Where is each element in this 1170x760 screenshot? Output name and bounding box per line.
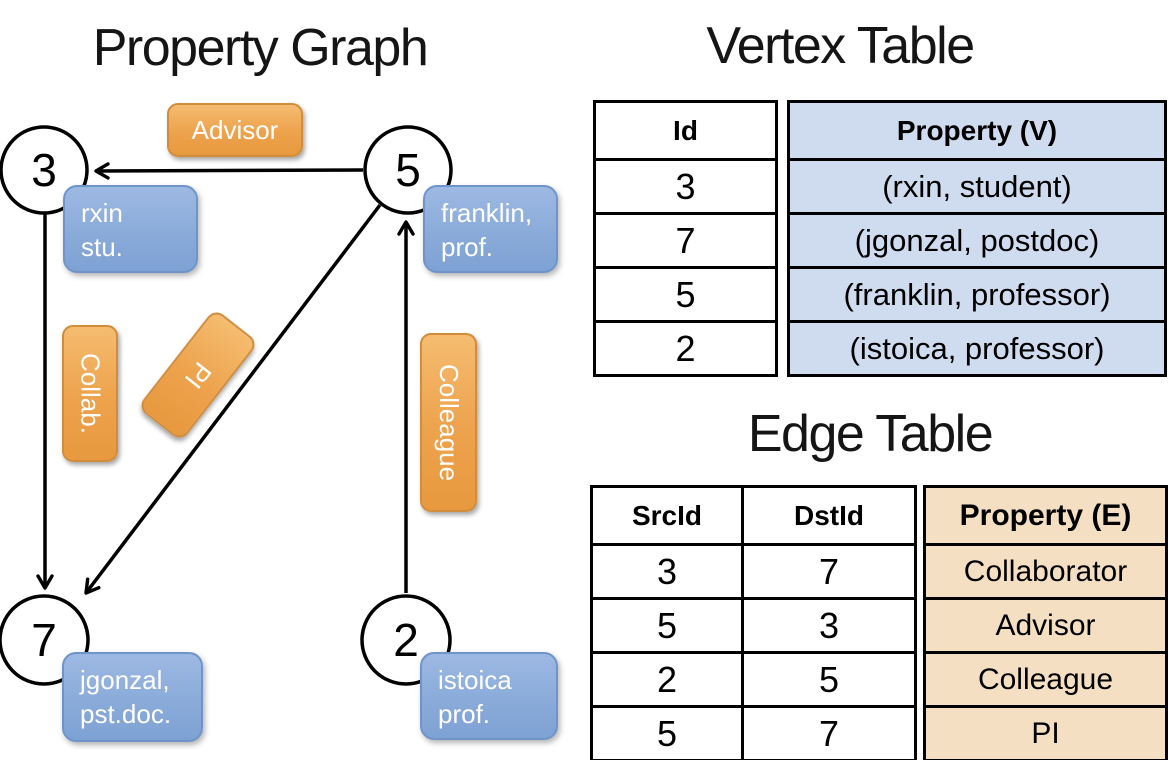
edge-table-property-cell: Advisor [926, 597, 1165, 651]
property-graph-title: Property Graph [92, 19, 429, 77]
edge-table-dstid-header: DstId [794, 499, 864, 531]
vertex-table-id-cell: 2 [596, 320, 775, 374]
edge-table-title: Edge Table [747, 405, 994, 463]
edge-label-colleague: Colleague [420, 333, 477, 512]
vertex-table-property-cell: (rxin, student) [790, 158, 1164, 212]
vertex-table-property-cell: (jgonzal, postdoc) [790, 212, 1164, 266]
edge-table-srcid-cell: 5 [593, 705, 741, 759]
vertex-table-id-cell: 5 [596, 266, 775, 320]
vertex-table-title: Vertex Table [706, 17, 975, 75]
edge-table-dstid-cell: 7 [744, 705, 914, 759]
edge-table-property-cell: PI [926, 705, 1165, 759]
edge-table-property-cell: Colleague [926, 651, 1165, 705]
edge-label-collab: Collab. [62, 325, 118, 462]
vertex-id-2: 2 [393, 614, 419, 666]
vertex-table-id-header: Id [673, 114, 698, 146]
edge-label-advisor: Advisor [167, 103, 303, 157]
edge-table-property-column: Property (E) Collaborator Advisor Collea… [923, 485, 1168, 760]
vertex-property-box-3: rxin stu. [63, 185, 198, 273]
edge-table-property-header: Property (E) [926, 488, 1165, 543]
edge-table-dstid-cell: 7 [744, 543, 914, 597]
edge-table-dstid-column: DstId 7 3 5 7 [744, 488, 914, 759]
edge-table-ids-columns: SrcId 3 5 2 5 DstId 7 3 5 7 [590, 485, 917, 760]
vertex-table-id-cell: 7 [596, 212, 775, 266]
edge-pi-arrow [84, 203, 382, 595]
vertex-property-box-7: jgonzal, pst.doc. [62, 652, 203, 742]
vertex-id-3: 3 [31, 144, 57, 196]
vertex-table-id-column: Id 3 7 5 2 [593, 100, 778, 377]
edge-table-srcid-header: SrcId [631, 499, 703, 531]
edge-table-dstid-cell: 5 [744, 651, 914, 705]
edge-table-dstid-cell: 3 [744, 597, 914, 651]
edge-table-srcid-cell: 3 [593, 543, 741, 597]
vertex-table-property-column: Property (V) (rxin, student) (jgonzal, p… [787, 100, 1167, 377]
vertex-property-box-2: istoica prof. [420, 652, 558, 740]
edge-table-property-cell: Collaborator [926, 543, 1165, 597]
edge-table-srcid-cell: 5 [593, 597, 741, 651]
vertex-table-id-cell: 3 [596, 158, 775, 212]
edge-advisor-arrow [94, 162, 364, 180]
vertex-id-7: 7 [31, 614, 57, 666]
vertex-table-property-header: Property (V) [790, 103, 1164, 158]
property-graph-drawing [0, 125, 453, 686]
vertex-table-property-cell: (istoica, professor) [790, 320, 1164, 374]
edge-table-srcid-cell: 2 [593, 651, 741, 705]
vertex-table-property-cell: (franklin, professor) [790, 266, 1164, 320]
vertex-property-box-5: franklin, prof. [423, 185, 558, 273]
edge-table-srcid-column: SrcId 3 5 2 5 [593, 488, 744, 759]
vertex-id-5: 5 [395, 144, 421, 196]
